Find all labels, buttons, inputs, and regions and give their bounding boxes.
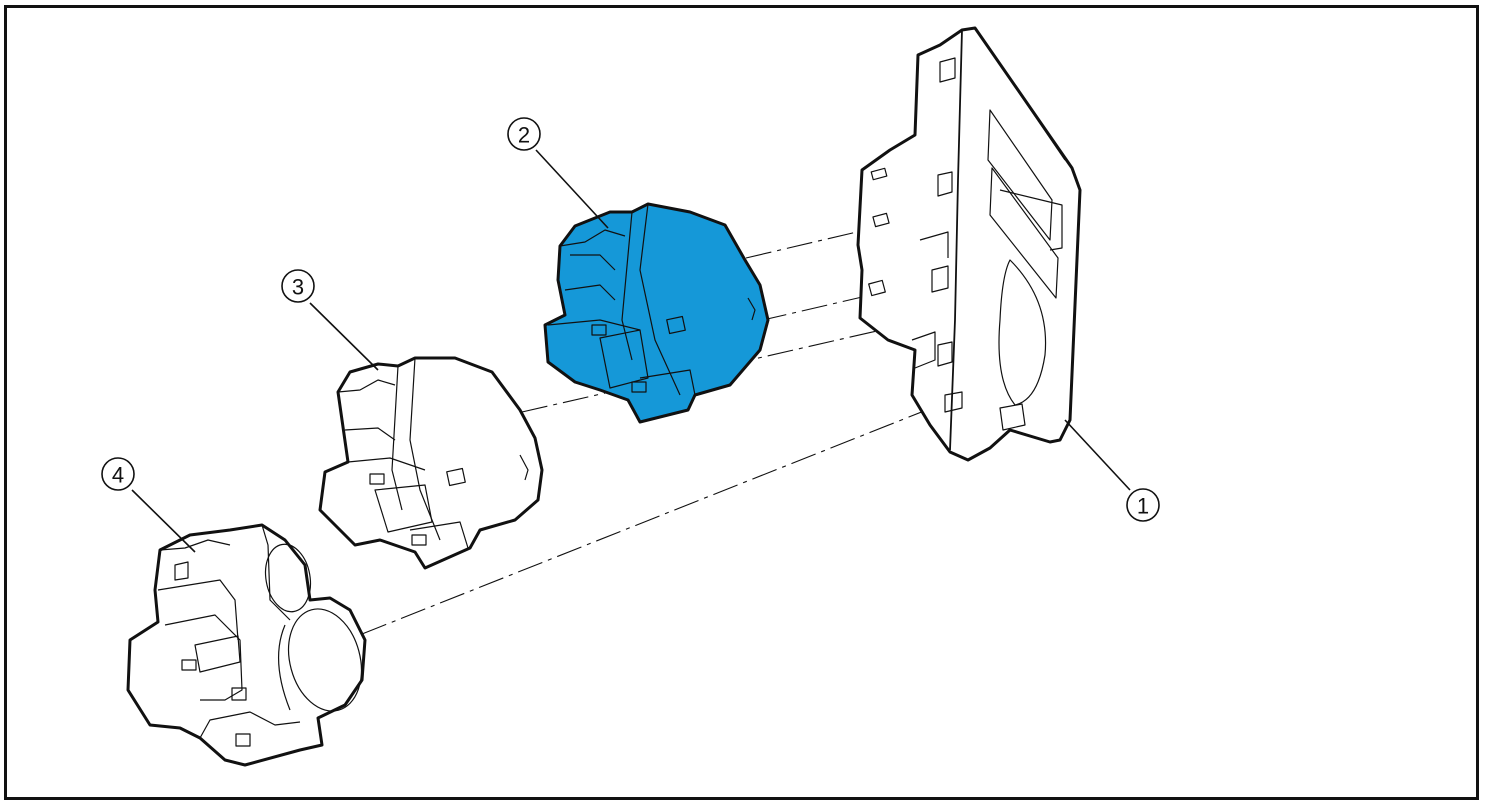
callout-3-label: 3 bbox=[292, 275, 304, 300]
callout-2: 2 bbox=[507, 117, 541, 151]
callout-1: 1 bbox=[1126, 488, 1160, 522]
callout-2-label: 2 bbox=[518, 123, 530, 148]
part-2-switch-highlighted bbox=[543, 202, 770, 424]
diagram-frame bbox=[4, 5, 1479, 800]
part-1-bezel-frame bbox=[856, 26, 1082, 462]
callout-3: 3 bbox=[281, 269, 315, 303]
callout-leaders bbox=[131, 149, 1131, 553]
callout-4: 4 bbox=[101, 457, 135, 491]
callout-4-label: 4 bbox=[112, 463, 124, 488]
callout-1-label: 1 bbox=[1137, 494, 1149, 519]
part-4-knob-switch bbox=[126, 523, 367, 767]
part-3-switch bbox=[318, 356, 544, 570]
